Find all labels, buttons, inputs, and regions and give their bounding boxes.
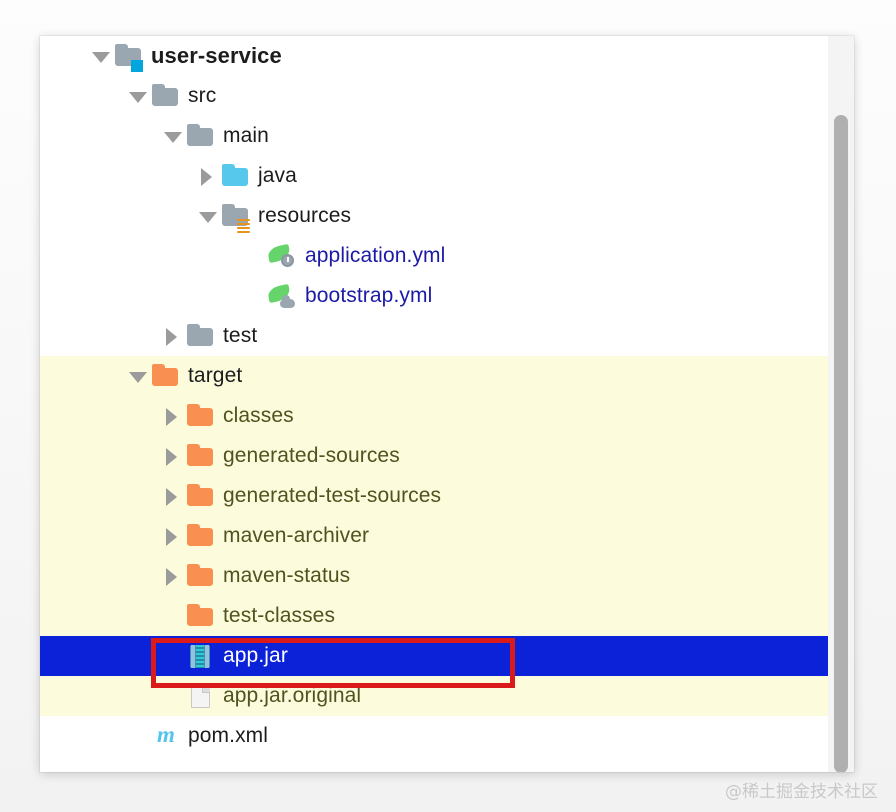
tree-row-label: target	[188, 364, 243, 387]
expand-collapse-down-icon[interactable]	[195, 203, 221, 229]
tree-row-main[interactable]: main	[40, 116, 828, 156]
tree-row-label: user-service	[151, 43, 282, 68]
tree-row-label: app.jar	[223, 644, 288, 667]
folder-module-icon	[114, 43, 144, 72]
vertical-scrollbar-track[interactable]	[828, 36, 854, 772]
expand-collapse-right-icon[interactable]	[160, 323, 186, 349]
tree-row-label: application.yml	[305, 244, 446, 267]
folder-excluded-icon	[186, 523, 216, 549]
tree-row-label: test-classes	[223, 604, 336, 627]
watermark: @稀土掘金技术社区	[725, 782, 878, 802]
tree-row-label: resources	[258, 204, 352, 227]
tree-row-label: src	[188, 84, 217, 107]
tree-row-classes[interactable]: classes	[40, 396, 828, 436]
folder-excluded-icon	[186, 483, 216, 509]
expand-collapse-down-icon[interactable]	[88, 43, 114, 69]
tree-row-label: generated-test-sources	[223, 484, 442, 507]
folder-icon	[186, 323, 216, 349]
tree-row-generated-test-sources[interactable]: generated-test-sources	[40, 476, 828, 516]
expand-collapse-right-icon[interactable]	[160, 523, 186, 549]
project-tree-panel: user-service src main	[40, 36, 854, 772]
expand-collapse-down-icon[interactable]	[160, 123, 186, 149]
spring-config-icon	[266, 243, 298, 269]
file-icon	[186, 683, 216, 709]
tree-row-test[interactable]: test	[40, 316, 828, 356]
tree-row-maven-archiver[interactable]: maven-archiver	[40, 516, 828, 556]
tree-row-label: generated-sources	[223, 444, 400, 467]
tree-row-label: maven-status	[223, 564, 351, 587]
folder-excluded-icon	[186, 443, 216, 469]
tree-row-label: main	[223, 124, 269, 147]
tree-row-app-jar-original[interactable]: app.jar.original	[40, 676, 828, 716]
maven-icon: m	[157, 722, 175, 747]
tree-row-label: app.jar.original	[223, 684, 362, 707]
expand-collapse-right-icon[interactable]	[160, 403, 186, 429]
folder-icon	[186, 123, 216, 149]
vertical-scrollbar-thumb[interactable]	[834, 115, 848, 772]
file-tree[interactable]: user-service src main	[40, 36, 828, 772]
tree-row-generated-sources[interactable]: generated-sources	[40, 436, 828, 476]
tree-row-test-classes[interactable]: test-classes	[40, 596, 828, 636]
tree-row-bootstrap-yml[interactable]: bootstrap.yml	[40, 276, 828, 316]
tree-row-app-jar[interactable]: app.jar	[40, 636, 828, 676]
tree-row-java[interactable]: java	[40, 156, 828, 196]
folder-excluded-icon	[186, 403, 216, 429]
tree-row-label: java	[258, 164, 297, 187]
tree-row-pom-xml[interactable]: m pom.xml	[40, 716, 828, 756]
folder-sources-icon	[221, 163, 251, 189]
expand-collapse-down-icon[interactable]	[125, 363, 151, 389]
tree-row-application-yml[interactable]: application.yml	[40, 236, 828, 276]
folder-icon	[151, 83, 181, 109]
expand-collapse-right-icon[interactable]	[160, 483, 186, 509]
tree-row-src[interactable]: src	[40, 76, 828, 116]
folder-excluded-icon	[186, 563, 216, 589]
tree-row-maven-status[interactable]: maven-status	[40, 556, 828, 596]
tree-row-label: test	[223, 324, 258, 347]
tree-row-label: bootstrap.yml	[305, 284, 433, 307]
expand-collapse-right-icon[interactable]	[195, 163, 221, 189]
folder-excluded-icon	[151, 363, 181, 389]
folder-resources-icon	[221, 203, 251, 233]
expand-collapse-right-icon[interactable]	[160, 443, 186, 469]
expand-collapse-down-icon[interactable]	[125, 83, 151, 109]
tree-row-resources[interactable]: resources	[40, 196, 828, 236]
tree-row-label: classes	[223, 404, 294, 427]
expand-collapse-right-icon[interactable]	[160, 563, 186, 589]
tree-row-target[interactable]: target	[40, 356, 828, 396]
tree-row-user-service[interactable]: user-service	[40, 36, 828, 76]
jar-archive-icon	[186, 643, 216, 669]
spring-cloud-icon	[266, 283, 298, 309]
tree-row-label: pom.xml	[188, 724, 269, 747]
folder-excluded-icon	[186, 603, 216, 629]
tree-row-label: maven-archiver	[223, 524, 370, 547]
